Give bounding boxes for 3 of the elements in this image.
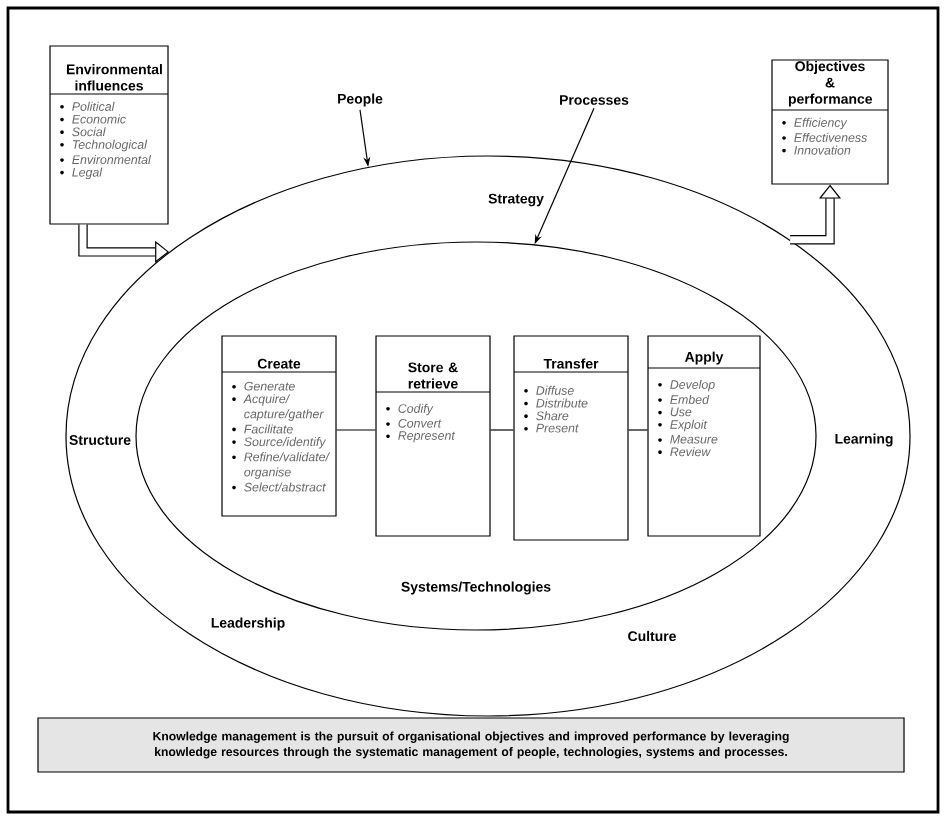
connector-line (490, 429, 514, 431)
connector-line (336, 429, 376, 431)
connector-line (628, 429, 648, 431)
